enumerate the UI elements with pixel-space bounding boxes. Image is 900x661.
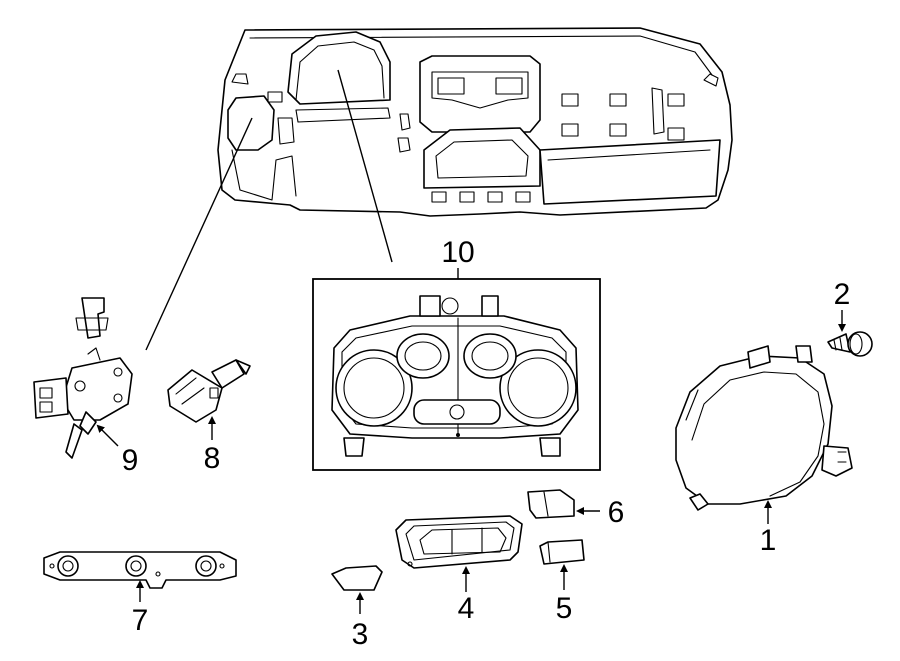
callout-4: 4 bbox=[458, 592, 475, 625]
switch-sensor bbox=[167, 359, 251, 423]
callout-3: 3 bbox=[352, 618, 369, 651]
callout-6: 6 bbox=[608, 496, 625, 529]
callout-10: 10 bbox=[441, 236, 474, 269]
leader-10-to-panel bbox=[337, 69, 393, 263]
cluster-bezel bbox=[312, 268, 601, 471]
arrow-9 bbox=[96, 424, 119, 447]
instrument-panel bbox=[217, 27, 733, 217]
callout-labels: 1 2 3 4 5 6 7 8 9 10 bbox=[122, 236, 851, 651]
callout-5: 5 bbox=[556, 592, 573, 625]
callout-9: 9 bbox=[122, 444, 139, 477]
callout-1: 1 bbox=[760, 524, 777, 557]
switch-bezel bbox=[395, 515, 523, 569]
leader-9-to-panel bbox=[145, 117, 253, 351]
switch-block bbox=[539, 539, 585, 565]
callout-2: 2 bbox=[834, 278, 851, 311]
screw bbox=[827, 331, 873, 357]
trim-piece bbox=[527, 489, 575, 519]
callout-arrows bbox=[96, 310, 846, 614]
trim-cap bbox=[331, 565, 383, 591]
callout-7: 7 bbox=[132, 604, 149, 637]
instrument-cluster bbox=[675, 345, 853, 511]
ignition-switch bbox=[33, 297, 133, 459]
callout-8: 8 bbox=[204, 442, 221, 475]
bracket-strip bbox=[43, 551, 237, 589]
